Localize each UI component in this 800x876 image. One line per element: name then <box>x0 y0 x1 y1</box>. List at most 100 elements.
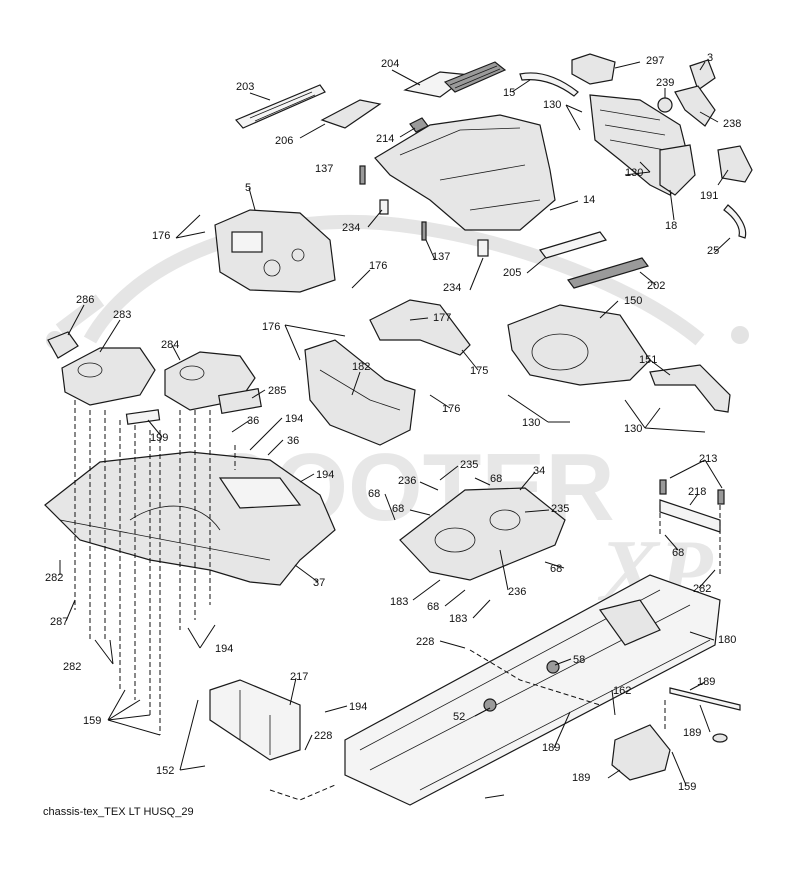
callout-238: 238 <box>723 118 741 130</box>
part-202-vent <box>567 257 649 289</box>
callout-189-d: 159 <box>678 781 696 793</box>
callout-18: 18 <box>665 220 677 232</box>
callout-130-c: 130 <box>522 417 540 429</box>
callout-68-c: 68 <box>392 503 404 515</box>
part-217-rod <box>669 687 741 711</box>
callout-151: 151 <box>639 354 657 366</box>
callout-234: 234 <box>342 222 360 234</box>
callout-labels: 203 204 15 297 3 239 130 238 206 214 137… <box>45 52 741 793</box>
callout-183-b: 183 <box>449 613 467 625</box>
callout-228-b: 189 <box>542 742 560 754</box>
callout-283: 283 <box>113 309 131 321</box>
part-137-pin-b <box>421 221 427 241</box>
callout-234-b: 234 <box>443 282 461 294</box>
callout-286: 286 <box>76 294 94 306</box>
part-58-bracket <box>209 679 301 761</box>
callout-3: 3 <box>707 52 713 64</box>
part-194-bushing-b <box>546 660 560 674</box>
callout-217: 189 <box>697 676 715 688</box>
callout-36-b: 36 <box>287 435 299 447</box>
callout-205: 205 <box>503 267 521 279</box>
callout-203: 203 <box>236 81 254 93</box>
callout-159: 194 <box>349 701 367 713</box>
callout-68-d: 68 <box>672 547 684 559</box>
callout-25: 25 <box>707 245 719 257</box>
callout-176-d: 176 <box>442 403 460 415</box>
callout-189-b: 228 <box>314 730 332 742</box>
part-239-disc <box>657 97 673 113</box>
callout-52: 189 <box>683 727 701 739</box>
part-3-bracket <box>689 59 716 91</box>
part-238-side-panel <box>674 85 716 127</box>
part-194-bushing <box>483 698 497 712</box>
part-234-tab-b <box>477 239 489 257</box>
callout-137: 137 <box>315 163 333 175</box>
part-285-plate <box>218 387 262 415</box>
part-205-vent <box>539 231 607 259</box>
part-150-housing <box>507 304 651 386</box>
callout-68-f: 68 <box>427 601 439 613</box>
diagram-caption: chassis-tex_TEX LT HUSQ_29 <box>43 806 194 818</box>
callout-150: 150 <box>624 295 642 307</box>
part-15-strip <box>519 72 579 97</box>
callout-58: 217 <box>290 671 308 683</box>
callout-235-b: 235 <box>551 503 569 515</box>
part-5-dashboard <box>214 209 336 293</box>
part-213-bolt <box>659 479 667 495</box>
part-18-front-nose <box>659 144 696 196</box>
callout-68: 68 <box>490 473 502 485</box>
callout-204: 204 <box>381 58 399 70</box>
callout-206: 206 <box>275 135 293 147</box>
callout-282: 282 <box>45 572 63 584</box>
callout-130: 130 <box>543 99 561 111</box>
callout-182: 182 <box>352 361 370 373</box>
callout-36: 36 <box>247 415 259 427</box>
callout-214: 214 <box>376 133 394 145</box>
part-213-bolt-b <box>717 489 725 505</box>
callout-14: 14 <box>583 194 595 206</box>
part-199-decal <box>125 409 161 425</box>
part-151-bracket <box>649 364 731 413</box>
callout-297: 297 <box>646 55 664 67</box>
callout-5: 5 <box>245 182 251 194</box>
alignment-lines <box>74 400 721 801</box>
part-203-trim-bar <box>234 84 326 129</box>
part-180-chassis-frame <box>344 574 721 806</box>
callout-180: 180 <box>718 634 736 646</box>
callout-194-b: 194 <box>316 469 334 481</box>
callout-37: 37 <box>313 577 325 589</box>
part-37-main-fender <box>44 451 336 586</box>
callout-189-c: 152 <box>156 765 174 777</box>
callout-284: 284 <box>161 339 179 351</box>
part-182-rear-panel <box>304 339 416 446</box>
callout-191: 191 <box>700 190 718 202</box>
callout-176-b: 176 <box>369 260 387 272</box>
callout-15: 15 <box>503 87 515 99</box>
callout-68-e: 68 <box>550 563 562 575</box>
part-137-pin <box>359 165 366 185</box>
part-25-strip <box>723 204 747 239</box>
callout-282-b: 282 <box>63 661 81 673</box>
callout-282-c: 194 <box>215 643 233 655</box>
part-175-bracket <box>369 299 471 356</box>
leader-lines <box>59 61 731 799</box>
callout-130-d: 130 <box>624 423 642 435</box>
callout-130-b: 130 <box>625 167 643 179</box>
callout-189: 162 <box>613 685 631 697</box>
part-286-bracket <box>47 331 79 359</box>
callout-175: 175 <box>470 365 488 377</box>
callout-199: 199 <box>150 432 168 444</box>
part-234-tab <box>379 199 389 215</box>
callout-68-b: 68 <box>368 488 380 500</box>
callout-176: 176 <box>152 230 170 242</box>
callout-34: 34 <box>533 465 545 477</box>
callout-194-c: 58 <box>573 654 585 666</box>
part-152-guard <box>611 724 671 781</box>
callout-236-b: 236 <box>508 586 526 598</box>
callout-137-b: 137 <box>432 251 450 263</box>
part-297-pad <box>571 53 616 85</box>
callout-162: 159 <box>83 715 101 727</box>
callout-218: 218 <box>688 486 706 498</box>
part-283-fender-cover <box>61 347 156 406</box>
